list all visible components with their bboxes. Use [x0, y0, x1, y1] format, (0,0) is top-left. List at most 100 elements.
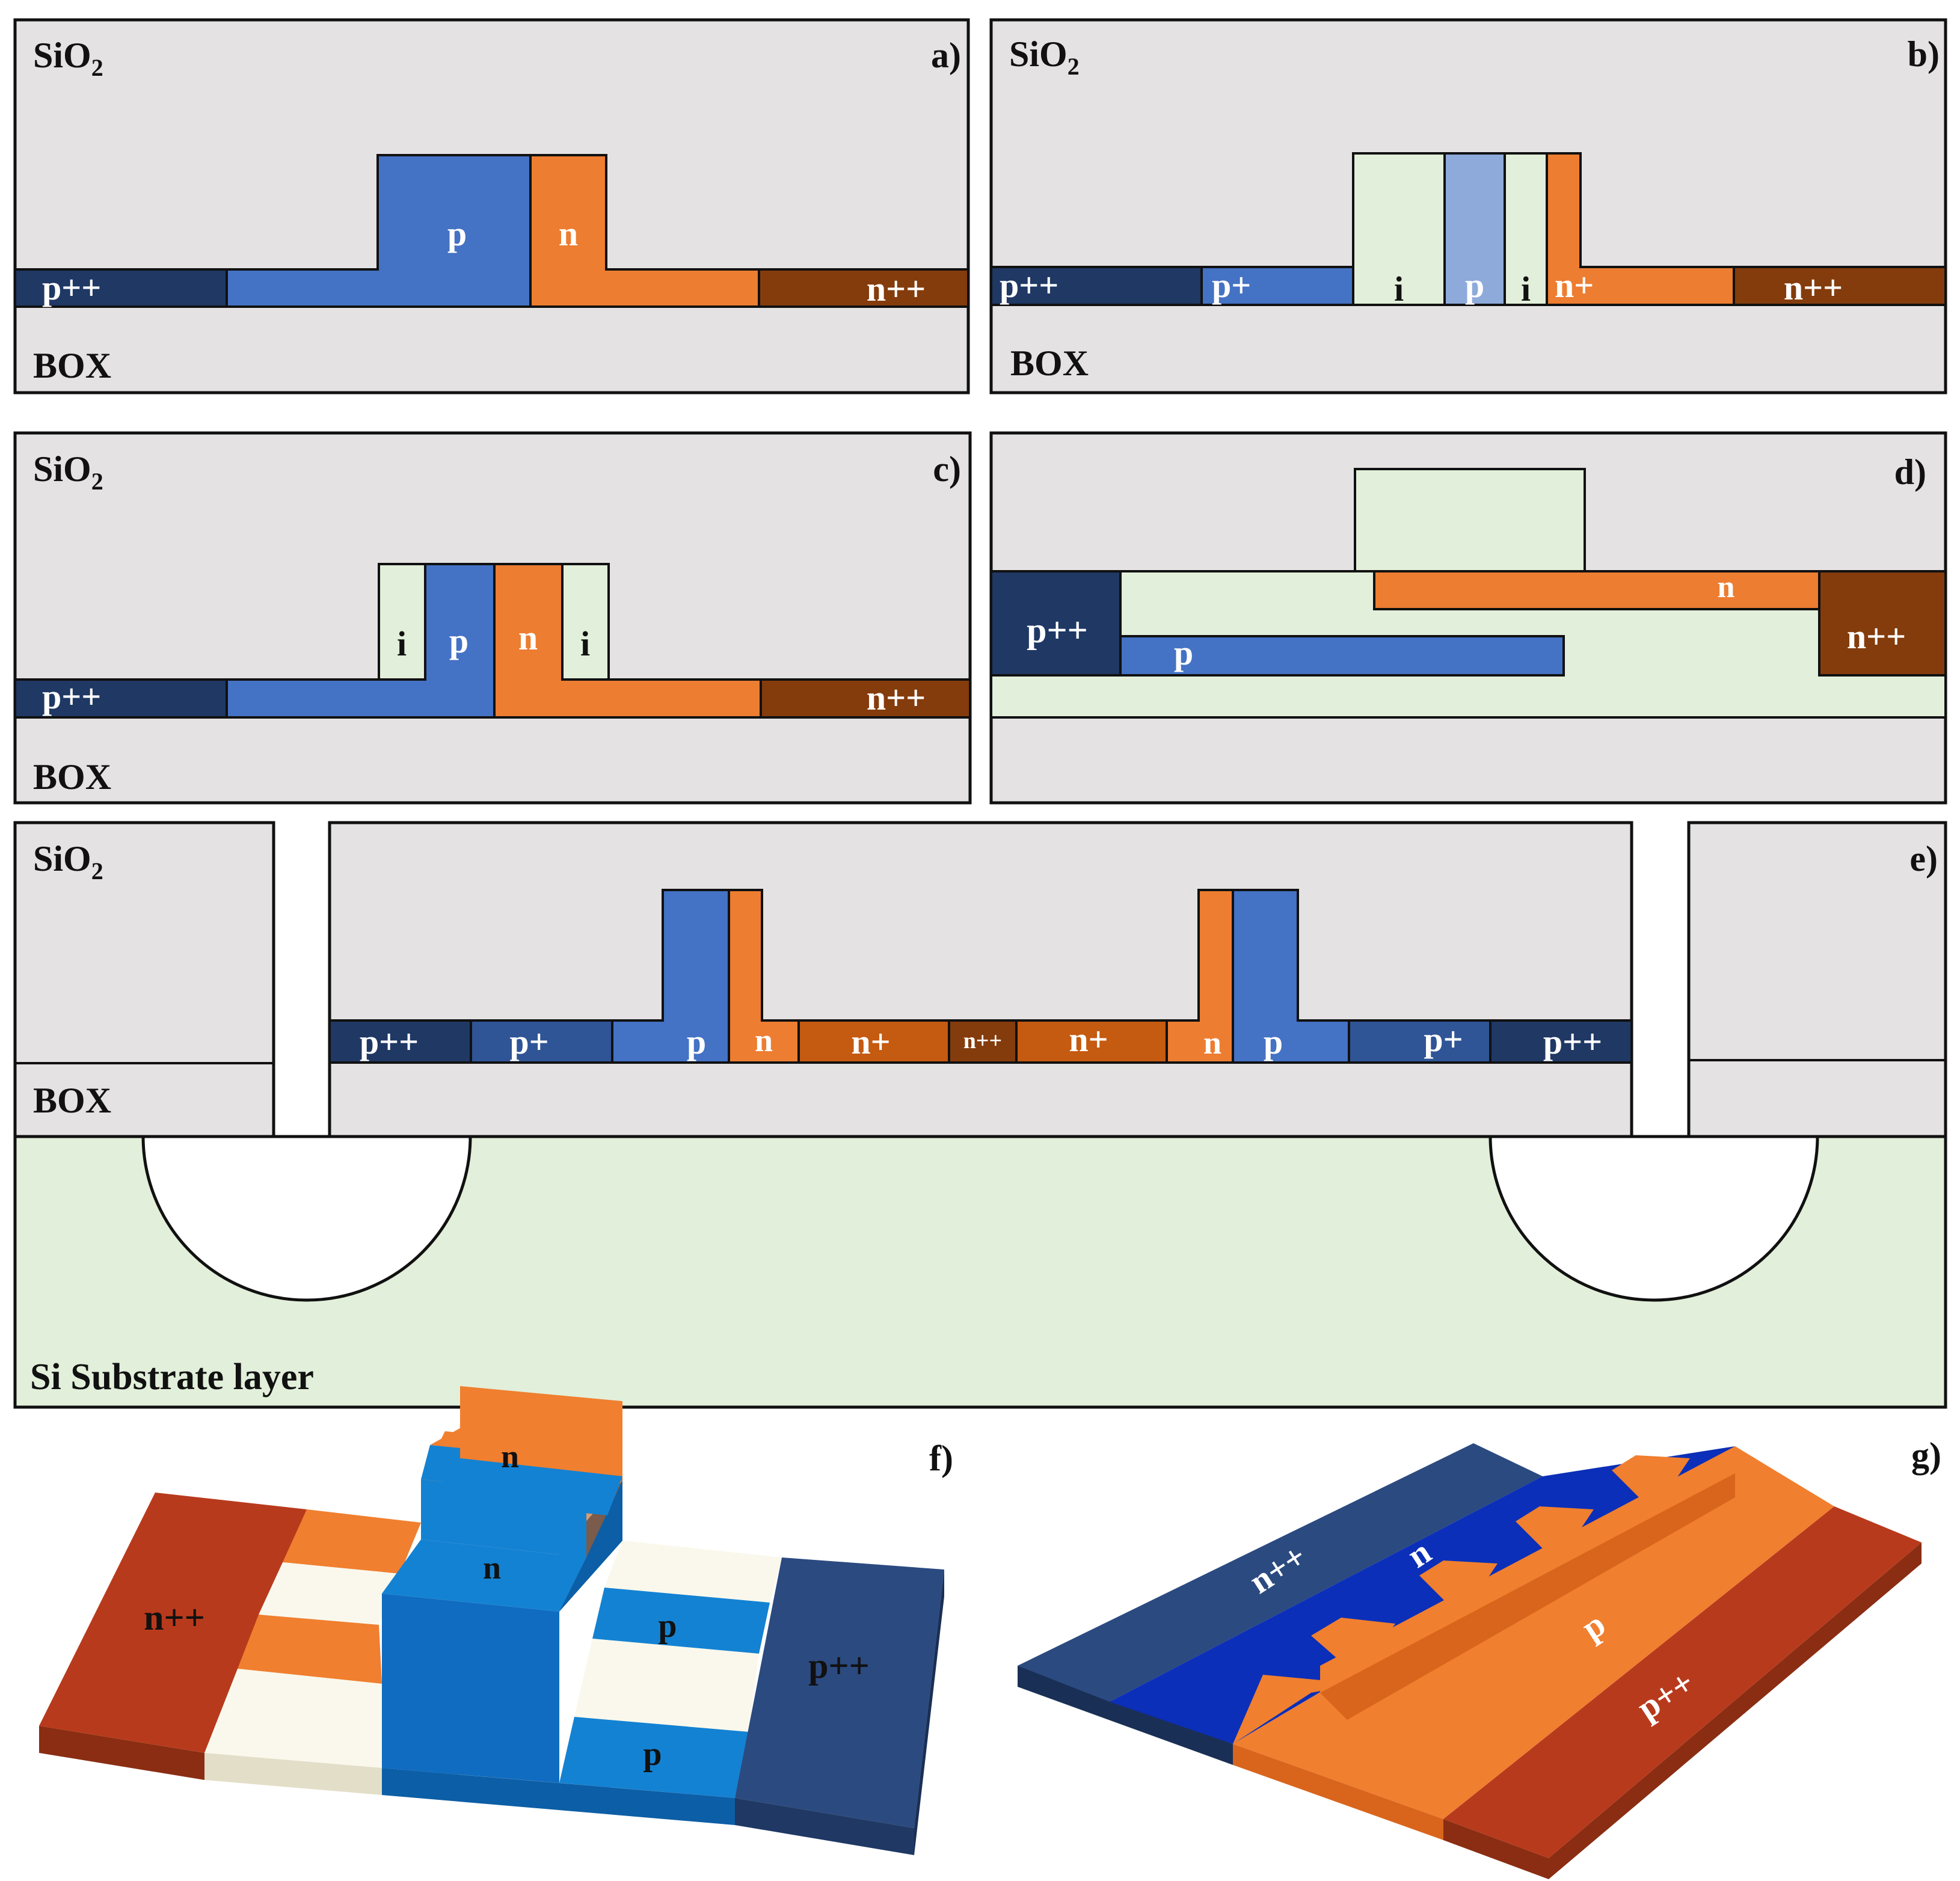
panel-d-p-label: p — [1174, 633, 1193, 672]
panel-e-pp-right-label: p++ — [1543, 1022, 1602, 1061]
panel-b-p-region — [1443, 152, 1506, 306]
panel-g-tooth-1 — [1233, 1675, 1359, 1744]
panel-e-center-block — [328, 821, 1633, 1138]
panel-b-pp-region — [990, 266, 1203, 306]
panel-f-stripe-n1 — [283, 1509, 421, 1574]
panel-b-p-label: p — [1465, 266, 1484, 305]
panel-g-front-edge-blue — [1018, 1666, 1233, 1765]
panel-c-i2-region — [561, 563, 610, 681]
panel-f-pillar-p-mid — [382, 1539, 586, 1612]
panel-c-nn-label: n++ — [867, 678, 926, 717]
panel-g-tooth-4 — [1516, 1506, 1594, 1563]
panel-f-pp-side — [914, 1570, 944, 1855]
panel-c-pp-label: p++ — [42, 677, 101, 716]
panel-g: g) n++ n p p++ — [1018, 1435, 1941, 1879]
panel-f-pillar-top-blue — [430, 1458, 622, 1515]
panel-a-tag: a) — [931, 35, 961, 75]
panel-d-n-region — [1373, 570, 1820, 610]
panel-f-base-p-near — [559, 1717, 749, 1798]
panel-b-n-plus-label: n+ — [1555, 266, 1594, 305]
panel-g-p-strip — [1233, 1446, 1834, 1819]
panel-g-ridge-side — [1320, 1473, 1735, 1720]
panel-g-tooth-2 — [1311, 1618, 1395, 1678]
panel-e-n-plus-right-label: n+ — [1069, 1020, 1108, 1059]
panel-d-top-block — [1354, 468, 1586, 572]
panel-c-i1-label: i — [397, 624, 407, 663]
panel-g-front-edge-red — [1443, 1819, 1549, 1879]
panel-a: SiO2 a) BOX p++ p n n++ — [13, 18, 970, 394]
panel-d-nn-label: n++ — [1847, 617, 1906, 656]
panel-e-nn-center-label: n++ — [963, 1028, 1002, 1054]
panel-c-tag: c) — [933, 449, 961, 489]
panel-c-pp-region — [14, 678, 228, 719]
panel-e-p-plus-right-label: p+ — [1424, 1020, 1463, 1059]
panel-d-pp-region — [990, 570, 1122, 677]
panel-f-base-p-far — [592, 1588, 770, 1654]
panel-e: SiO2 e) BOX Si Substrate layer p++ p+ p … — [13, 821, 1947, 1409]
panel-f-n-mid-label: n — [483, 1550, 501, 1586]
panel-e-pp-left-region — [328, 1019, 472, 1064]
panel-b-p-plus-label: p+ — [1212, 266, 1251, 305]
panel-d-tag: d) — [1894, 452, 1926, 492]
panel-a-n-label: n — [559, 214, 578, 253]
panel-b-p-plus-region — [1200, 266, 1354, 306]
panel-e-pp-right-region — [1489, 1019, 1633, 1064]
panel-f-pp-top — [735, 1557, 944, 1828]
panel-f-pillar-top-block — [460, 1426, 622, 1476]
panel-c-p-label: p — [449, 621, 468, 660]
panel-b-i1-region — [1352, 152, 1446, 306]
panel-e-n-left-label: n — [755, 1022, 773, 1058]
panel-g-front-edge-orange — [1233, 1744, 1443, 1840]
panel-g-tag: g) — [1911, 1435, 1941, 1475]
panel-f-nn-top — [39, 1493, 307, 1753]
panel-f-stripe-n2 — [238, 1615, 382, 1684]
panel-a-p-label: p — [447, 214, 467, 253]
panel-e-left-pillar — [13, 821, 275, 1138]
panel-e-n-plus-left-region — [797, 1019, 950, 1064]
panel-f-nn-label: n++ — [144, 1598, 205, 1637]
panel-f: f) n++ n n p p p++ — [39, 1386, 953, 1855]
panel-a-nn-region — [758, 268, 969, 308]
panel-f-pp-front — [735, 1798, 914, 1855]
panel-a-pp-region — [14, 268, 228, 308]
panel-b-i2-label: i — [1521, 269, 1531, 308]
panel-c-nn-region — [760, 678, 971, 719]
panel-f-p-mid-label: p — [658, 1607, 677, 1645]
panel-e-box-label: BOX — [33, 1081, 111, 1120]
panel-d-n-label: n — [1718, 570, 1735, 604]
panel-c-i1-region — [378, 563, 426, 681]
panel-e-p-right-label: p — [1264, 1022, 1283, 1061]
panel-e-p-plus-left-label: p+ — [509, 1022, 548, 1061]
panel-e-n-plus-right-region — [1015, 1019, 1168, 1064]
panel-b: SiO2 b) BOX p++ p+ i p i n+ n++ — [989, 18, 1947, 394]
panel-f-stripe-front — [204, 1753, 382, 1795]
panel-f-pp-label: p++ — [808, 1646, 870, 1686]
panel-e-p-left-label: p — [687, 1022, 706, 1061]
panel-e-pp-left-label: p++ — [360, 1022, 419, 1061]
panel-b-tag: b) — [1908, 34, 1940, 74]
panel-g-right-edge — [1549, 1542, 1922, 1879]
panel-b-i2-region — [1504, 152, 1548, 306]
panel-d: d) p++ p n n++ — [989, 431, 1947, 805]
panel-e-substrate-label: Si Substrate layer — [30, 1357, 314, 1398]
panel-b-nn-region — [1733, 266, 1947, 306]
panel-g-pp-strip — [1443, 1506, 1922, 1858]
panel-e-trench-left — [141, 1135, 472, 1302]
panel-g-tooth-3 — [1419, 1560, 1498, 1618]
panel-f-base-white-near — [574, 1639, 759, 1732]
panel-e-right-pillar — [1687, 821, 1947, 1138]
panel-f-stripe-w2 — [204, 1669, 382, 1768]
panel-c-n-label: n — [518, 618, 538, 657]
panel-f-base-white-far — [604, 1541, 782, 1603]
panel-f-pillar-front — [382, 1594, 559, 1783]
panel-g-nn-strip — [1018, 1443, 1543, 1702]
panel-g-tooth-5 — [1612, 1455, 1690, 1512]
panel-c-oxide-label: SiO2 — [33, 449, 103, 495]
panel-f-nn-side — [39, 1726, 204, 1780]
panel-b-pp-label: p++ — [1000, 266, 1058, 305]
panel-e-trench-right — [1488, 1135, 1819, 1302]
panel-c: SiO2 c) BOX p++ i p n i n++ — [13, 431, 972, 805]
panel-c-i2-label: i — [580, 624, 590, 663]
panel-e-oxide-label: SiO2 — [33, 839, 103, 885]
